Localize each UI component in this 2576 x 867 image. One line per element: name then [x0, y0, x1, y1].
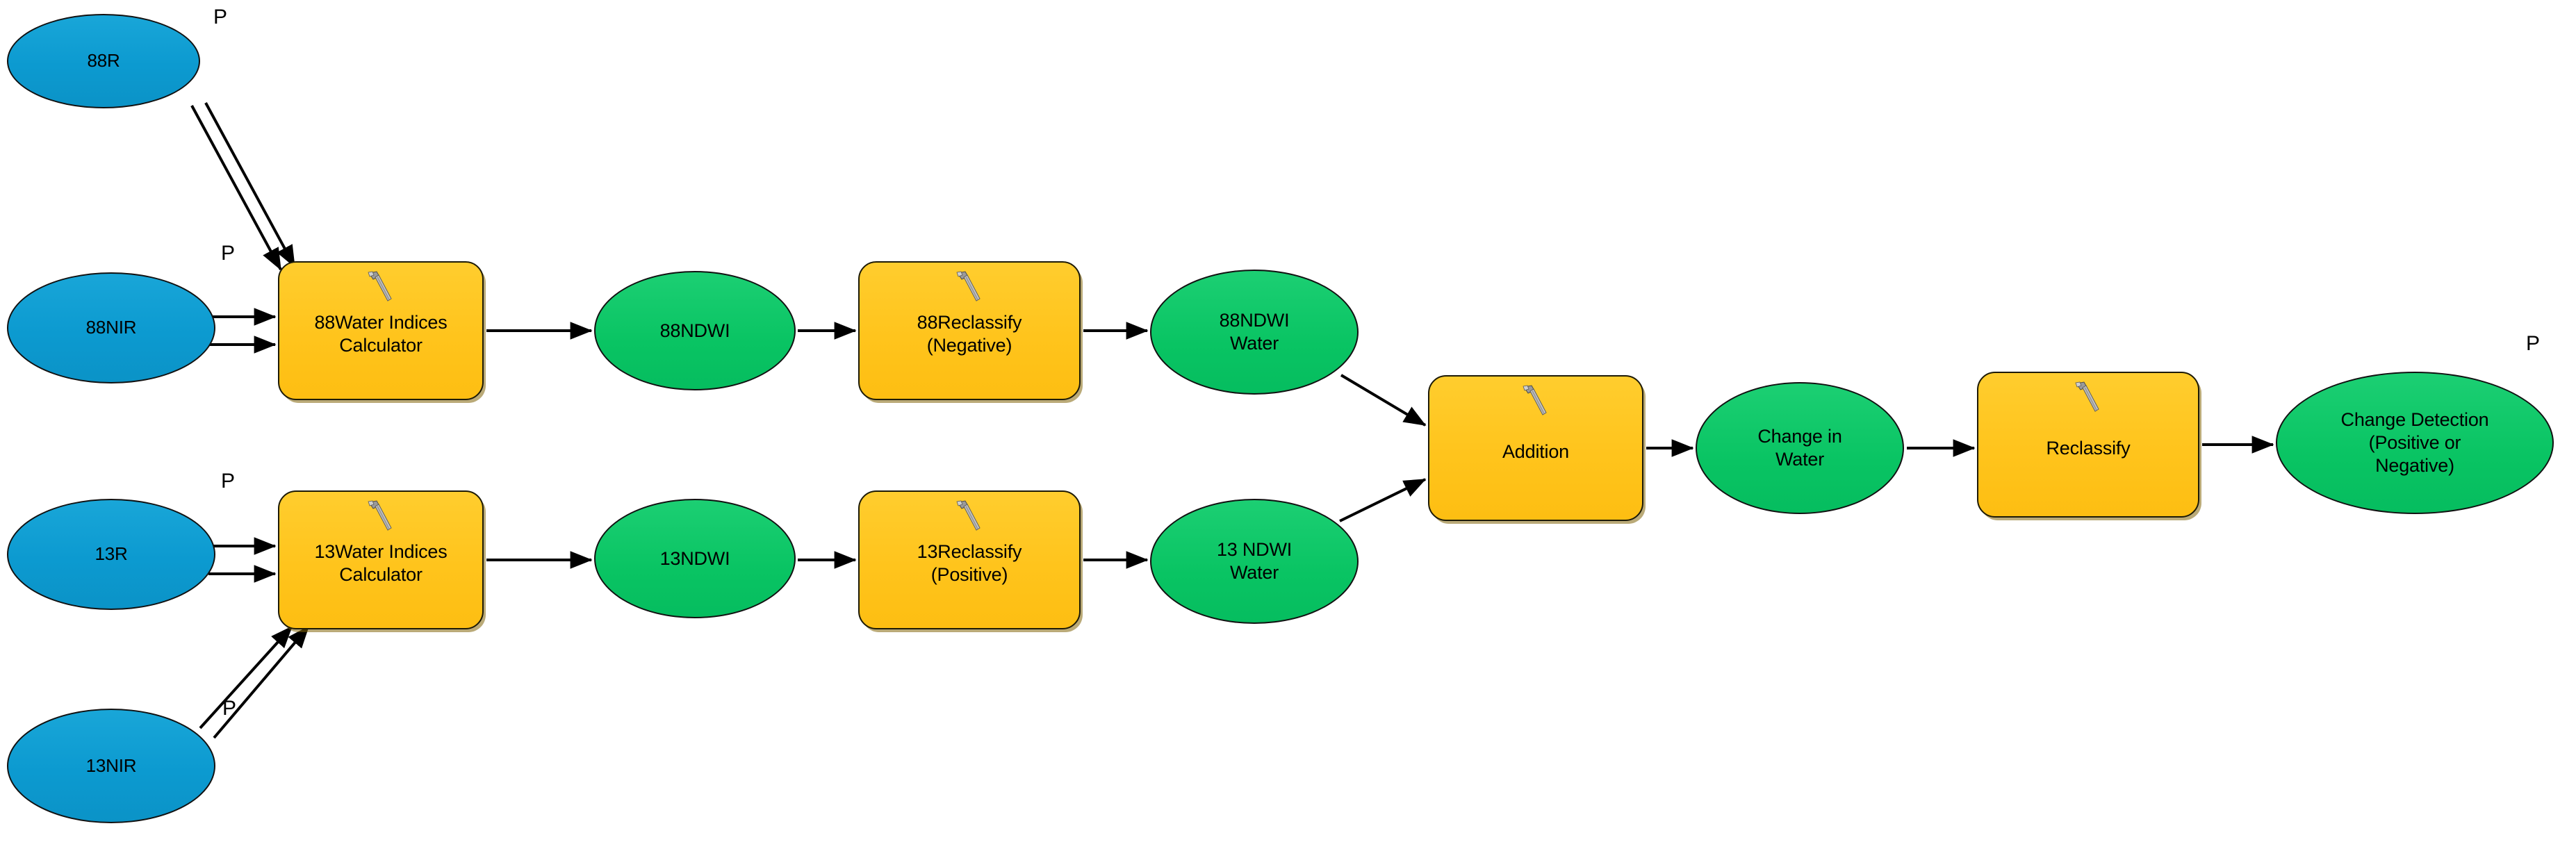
node-label: 88NIR — [85, 317, 137, 338]
edge-88ndwiw-to-addition — [1340, 374, 1427, 427]
hammer-icon — [1523, 385, 1547, 415]
node-label: 13Water Indices Calculator — [314, 541, 448, 585]
edge-88r-to-88wic-a — [190, 105, 282, 271]
data-node-n13NIR[interactable]: 13NIR — [7, 709, 215, 823]
tool-node-n88WIC[interactable]: 88Water Indices Calculator — [278, 261, 484, 400]
tool-node-n13RC[interactable]: 13Reclassify (Positive) — [858, 490, 1081, 629]
data-node-n13R[interactable]: 13R — [7, 499, 215, 610]
parameter-marker-n88NIR: P — [221, 242, 236, 265]
node-label: 13Reclassify (Positive) — [917, 541, 1022, 585]
parameter-marker-n13R: P — [221, 470, 236, 493]
parameter-marker-nDetect: P — [2526, 332, 2541, 355]
parameter-marker-n88R: P — [213, 6, 228, 28]
node-label: 88Reclassify (Negative) — [917, 312, 1022, 356]
data-node-n88NIR[interactable]: 88NIR — [7, 272, 215, 383]
data-node-n13NDWIW[interactable]: 13 NDWI Water — [1150, 499, 1359, 624]
data-node-nChange[interactable]: Change in Water — [1696, 382, 1904, 514]
node-label: 88R — [87, 50, 120, 72]
node-label: 88NDWI — [659, 320, 730, 341]
parameter-marker-n13NIR: P — [222, 697, 237, 720]
hammer-icon — [956, 271, 981, 302]
hammer-icon — [368, 500, 392, 531]
hammer-icon — [368, 271, 392, 302]
node-label: 88NDWI Water — [1219, 310, 1290, 354]
node-label: Addition — [1502, 440, 1569, 462]
data-node-n88R[interactable]: 88R — [7, 14, 200, 108]
node-label: 88Water Indices Calculator — [314, 312, 448, 356]
data-node-nDetect[interactable]: Change Detection (Positive or Negative) — [2276, 372, 2554, 514]
node-label: Change Detection (Positive or Negative) — [2340, 409, 2489, 476]
node-label: 13NIR — [85, 754, 137, 776]
node-label: 13 NDWI Water — [1216, 539, 1293, 583]
hammer-icon — [956, 500, 981, 531]
data-node-n88NDWIW[interactable]: 88NDWI Water — [1150, 270, 1359, 395]
hammer-icon — [2075, 381, 2099, 412]
data-node-n13NDWI[interactable]: 13NDWI — [594, 499, 796, 618]
tool-node-n88RC[interactable]: 88Reclassify (Negative) — [858, 261, 1081, 400]
node-label: 13NDWI — [659, 547, 730, 569]
node-label: 13R — [95, 543, 128, 565]
node-label: Reclassify — [2046, 437, 2131, 459]
edge-88r-to-88wic-b — [204, 102, 296, 268]
edge-13nir-to-13wic-b — [213, 625, 310, 739]
tool-node-nAdd[interactable]: Addition — [1428, 375, 1643, 521]
edge-13ndwiw-to-addition — [1339, 478, 1427, 522]
tool-node-nReclass[interactable]: Reclassify — [1977, 372, 2199, 518]
tool-node-n13WIC[interactable]: 13Water Indices Calculator — [278, 490, 484, 629]
data-node-n88NDWI[interactable]: 88NDWI — [594, 271, 796, 390]
edge-13nir-to-13wic-a — [199, 625, 293, 729]
node-label: Change in Water — [1757, 426, 1842, 470]
